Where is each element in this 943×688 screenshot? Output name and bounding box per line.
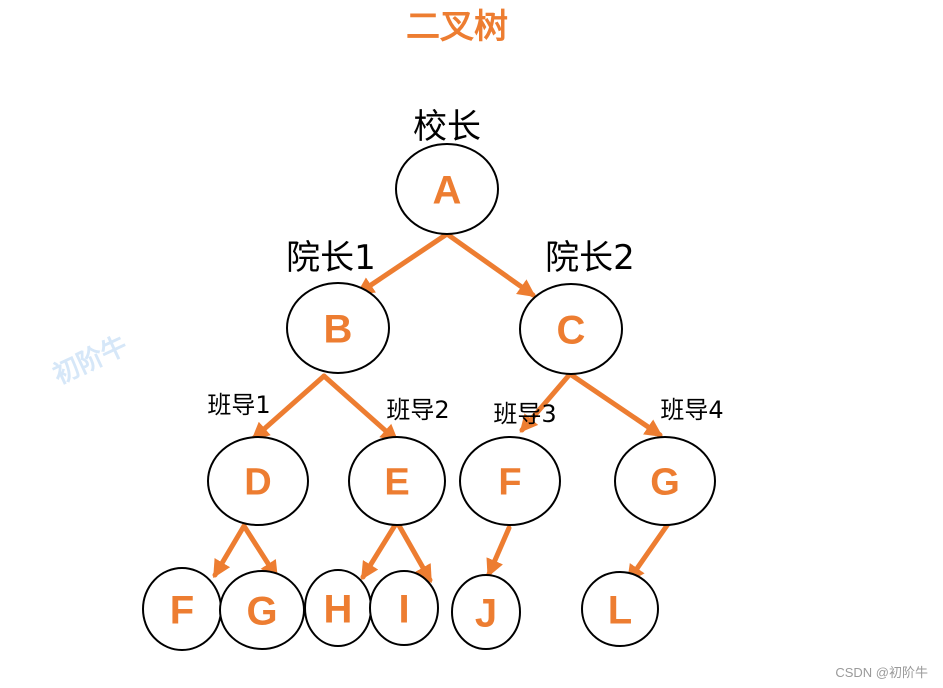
tree-node-a: A — [395, 143, 499, 235]
tree-node-b: B — [286, 282, 390, 374]
node-letter: E — [384, 462, 409, 504]
node-letter: C — [557, 308, 586, 352]
tree-node-f1: F — [459, 436, 561, 526]
edges-layer — [212, 231, 671, 584]
role-label-a: 校长 — [413, 107, 481, 147]
tree-node-c: C — [519, 283, 623, 375]
edge-e-to-i — [394, 519, 433, 584]
edge-c-to-g1 — [567, 371, 663, 438]
watermark: 初阶牛 — [49, 331, 132, 391]
edge-b-to-e — [321, 373, 399, 443]
edge-a-to-c — [444, 231, 536, 298]
tree-node-j: J — [451, 574, 521, 650]
edge-e-to-h — [360, 519, 400, 581]
diagram-title: 二叉树 — [406, 7, 508, 47]
node-circle — [614, 436, 716, 526]
role-label-f1: 班导3 — [493, 400, 556, 428]
node-letter: D — [244, 462, 271, 504]
role-label-b: 院长1 — [286, 238, 376, 278]
node-circle — [219, 570, 305, 650]
node-letter: H — [324, 587, 353, 631]
edge-f1-to-j — [486, 525, 512, 578]
edge-c-to-f1 — [519, 371, 573, 433]
role-label-e: 班导2 — [386, 396, 449, 424]
tree-node-l: L — [581, 571, 659, 647]
tree-node-f2: F — [142, 567, 222, 651]
node-letter: F — [170, 588, 194, 632]
tree-node-h: H — [304, 569, 372, 647]
tree-node-g2: G — [219, 570, 305, 650]
tree-node-d: D — [207, 436, 309, 526]
edge-a-to-b — [356, 231, 450, 296]
node-letter: F — [498, 462, 521, 504]
node-letter: J — [475, 591, 497, 635]
edge-g1-to-l — [626, 521, 671, 583]
node-letter: A — [433, 168, 462, 212]
node-circle — [369, 570, 439, 646]
node-letter: L — [608, 588, 632, 632]
edge-d-to-f2 — [212, 523, 247, 579]
node-circle — [286, 282, 390, 374]
nodes-layer: A B C D E F G F G H I J L — [142, 143, 716, 651]
role-label-g1: 班导4 — [660, 396, 723, 424]
node-circle — [519, 283, 623, 375]
node-circle — [395, 143, 499, 235]
edge-b-to-d — [251, 373, 327, 441]
node-letter: G — [650, 462, 680, 504]
node-circle — [348, 436, 446, 526]
role-label-d: 班导1 — [207, 391, 270, 419]
node-letter: B — [324, 307, 353, 351]
node-circle — [451, 574, 521, 650]
role-label-c: 院长2 — [545, 238, 635, 278]
node-circle — [459, 436, 561, 526]
tree-node-i: I — [369, 570, 439, 646]
credit-text: CSDN @初阶牛 — [835, 665, 928, 680]
tree-node-e: E — [348, 436, 446, 526]
edge-d-to-g2 — [241, 523, 279, 580]
node-circle — [207, 436, 309, 526]
node-circle — [581, 571, 659, 647]
node-letter: G — [246, 589, 277, 633]
tree-node-g1: G — [614, 436, 716, 526]
node-letter: I — [398, 587, 409, 631]
